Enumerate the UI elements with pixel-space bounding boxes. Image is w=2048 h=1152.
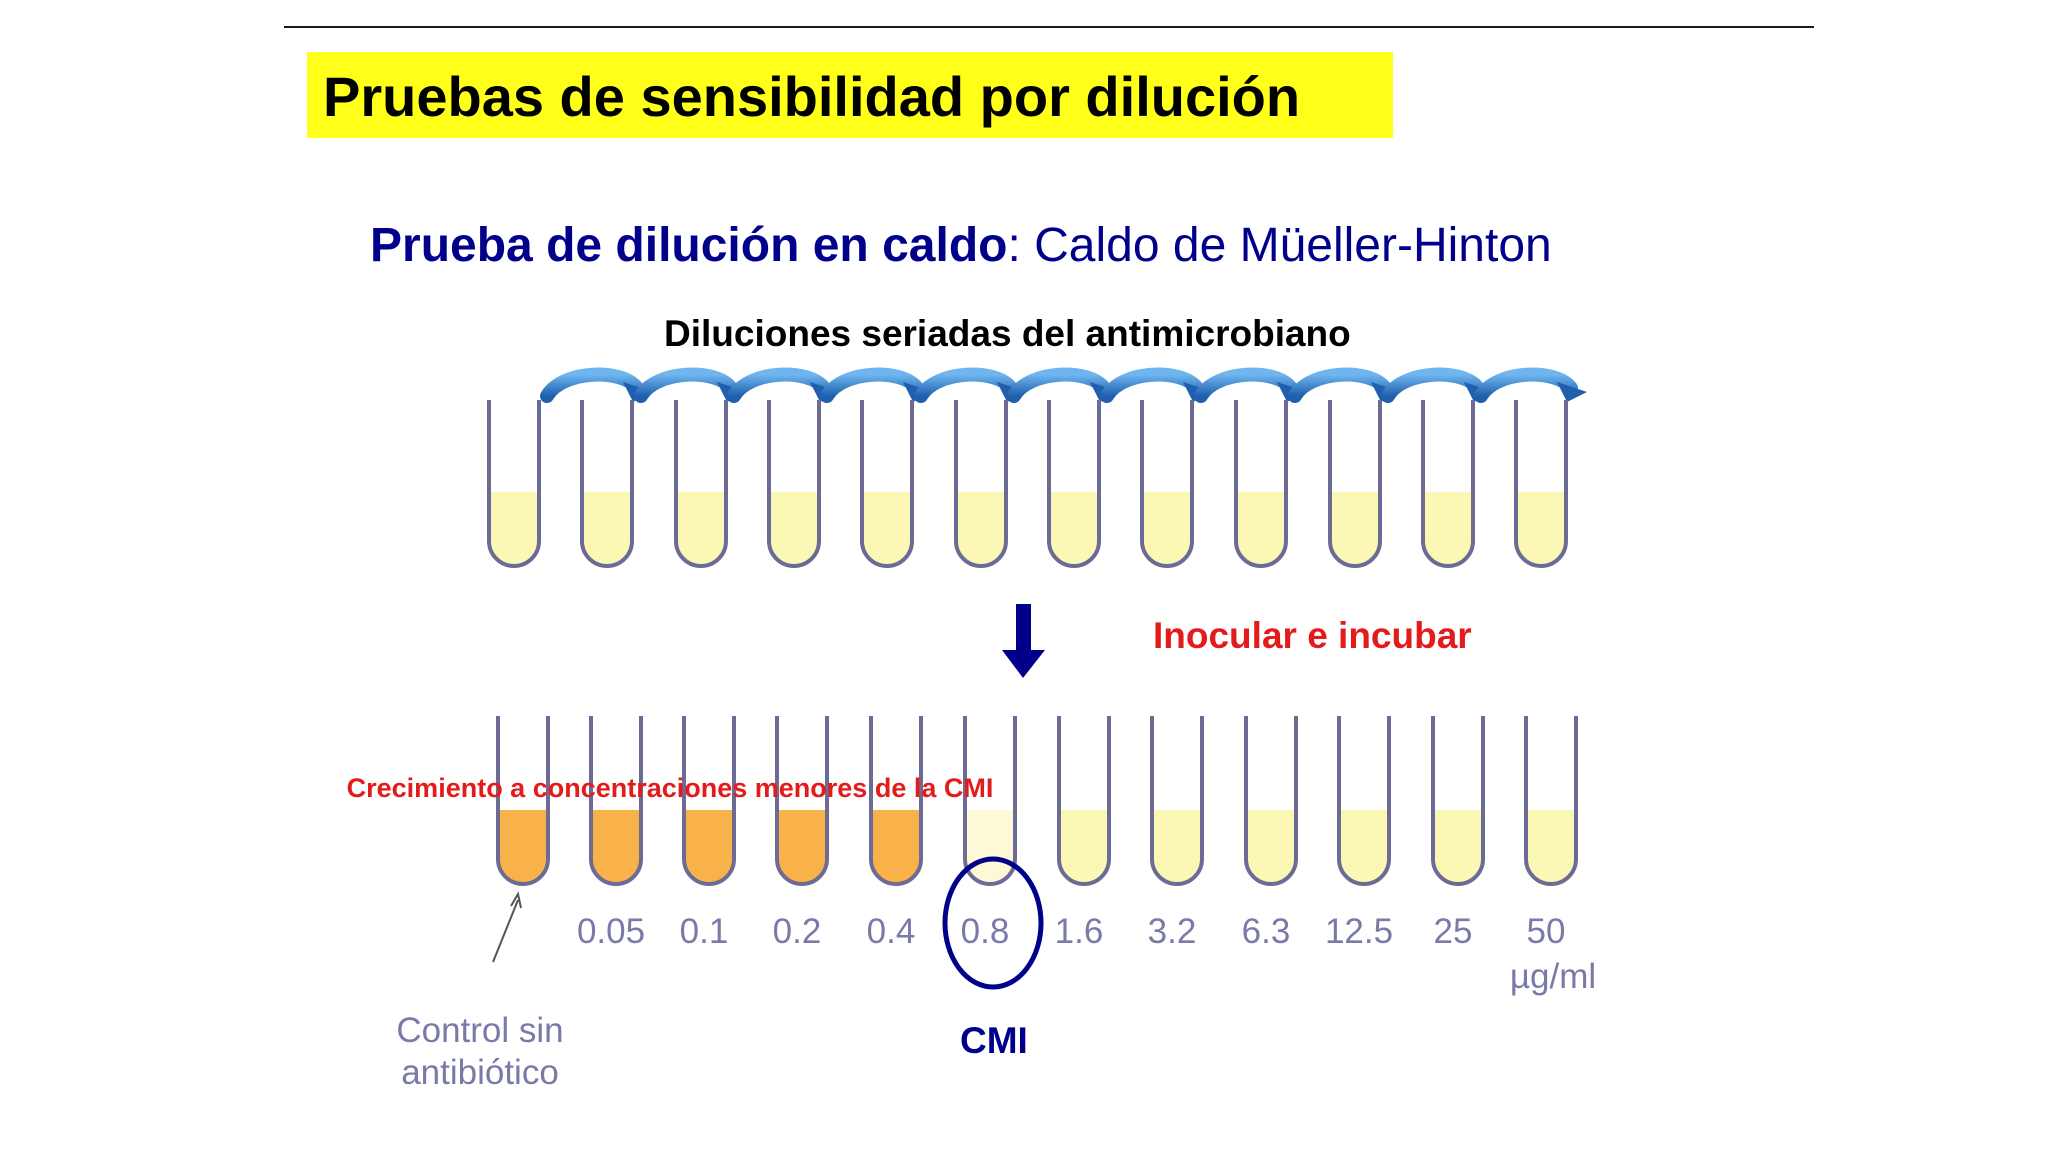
tube-outline	[1337, 716, 1391, 886]
top-tube	[674, 400, 728, 568]
bottom-tube	[1337, 716, 1391, 886]
tube-liquid	[1142, 492, 1192, 566]
top-tube	[954, 400, 1008, 568]
bottom-tube	[775, 716, 829, 886]
slide-title: Pruebas de sensibilidad por dilución	[323, 65, 1301, 128]
top-tube	[767, 400, 821, 568]
tube-liquid	[1152, 810, 1202, 884]
control-pointer-line	[492, 899, 519, 963]
concentration-label: 3.2	[1147, 912, 1197, 951]
top-tube	[580, 400, 634, 568]
tube-liquid	[956, 492, 1006, 566]
top-tube	[1234, 400, 1288, 568]
tube-liquid	[965, 810, 1015, 884]
tube-outline	[496, 716, 550, 886]
bottom-tube	[869, 716, 923, 886]
concentration-label: 1.6	[1054, 912, 1104, 951]
subtitle-bold: Prueba de dilución en caldo	[370, 219, 1008, 272]
tube-liquid	[1516, 492, 1566, 566]
growth-note: Crecimiento a concentraciones menores de…	[346, 773, 994, 803]
cmi-label: CMI	[960, 1020, 1028, 1061]
tube-liquid	[1236, 492, 1286, 566]
top-tube	[1514, 400, 1568, 568]
tube-liquid	[1423, 492, 1473, 566]
tube-outline	[589, 716, 643, 886]
concentration-label: 12.5	[1324, 912, 1394, 951]
tube-outline	[487, 400, 541, 568]
down-arrow-icon	[1002, 604, 1045, 678]
tube-outline	[1150, 716, 1204, 886]
tube-liquid	[582, 492, 632, 566]
tube-outline	[860, 400, 914, 568]
tube-liquid	[1330, 492, 1380, 566]
bottom-tube	[1150, 716, 1204, 886]
bottom-tube	[496, 716, 550, 886]
tube-liquid	[489, 492, 539, 566]
tube-liquid	[769, 492, 819, 566]
tube-outline	[869, 716, 923, 886]
tube-liquid	[862, 492, 912, 566]
tube-outline	[1047, 400, 1101, 568]
tube-liquid	[777, 810, 827, 884]
bottom-tube	[682, 716, 736, 886]
tube-liquid	[676, 492, 726, 566]
concentration-label: 0.2	[772, 912, 822, 951]
tube-outline	[580, 400, 634, 568]
tube-liquid	[1433, 810, 1483, 884]
tube-outline	[775, 716, 829, 886]
control-label: Control sin antibiótico	[396, 1011, 564, 1092]
concentration-label: 50	[1526, 912, 1566, 951]
tube-outline	[1421, 400, 1475, 568]
bottom-tube	[589, 716, 643, 886]
top-rule	[284, 26, 1814, 28]
inoculate-label: Inocular e incubar	[1153, 615, 1472, 656]
concentration-label: 6.3	[1241, 912, 1291, 951]
tube-outline	[767, 400, 821, 568]
slide-subtitle: Prueba de dilución en caldo: Caldo de Mü…	[370, 218, 1552, 273]
tube-outline	[1514, 400, 1568, 568]
tube-liquid	[684, 810, 734, 884]
tube-outline	[1057, 716, 1111, 886]
title-highlight	[307, 52, 1393, 138]
tube-outline	[682, 716, 736, 886]
concentration-label: 0.8	[960, 912, 1010, 951]
tube-outline	[1524, 716, 1578, 886]
tube-outline	[1328, 400, 1382, 568]
tube-liquid	[498, 810, 548, 884]
top-tube	[1047, 400, 1101, 568]
top-tube	[1421, 400, 1475, 568]
top-tube	[1328, 400, 1382, 568]
cmi-circle	[942, 856, 1044, 990]
tube-outline	[954, 400, 1008, 568]
dilution-label: Diluciones seriadas del antimicrobiano	[664, 313, 1351, 354]
top-tube	[1140, 400, 1194, 568]
bottom-tube	[1244, 716, 1298, 886]
tube-liquid	[871, 810, 921, 884]
tube-outline	[1234, 400, 1288, 568]
tube-outline	[1244, 716, 1298, 886]
tube-outline	[1140, 400, 1194, 568]
tube-liquid	[1049, 492, 1099, 566]
tube-liquid	[1339, 810, 1389, 884]
concentration-label: 0.1	[679, 912, 729, 951]
tube-liquid	[1246, 810, 1296, 884]
tube-liquid	[1526, 810, 1576, 884]
bottom-tube	[1431, 716, 1485, 886]
concentration-label: 0.05	[576, 912, 646, 951]
unit-label: µg/ml	[1509, 957, 1597, 996]
bottom-tube	[1524, 716, 1578, 886]
tube-liquid	[1059, 810, 1109, 884]
control-pointer-head	[510, 891, 522, 909]
tube-outline	[1431, 716, 1485, 886]
tube-liquid	[591, 810, 641, 884]
concentration-label: 25	[1433, 912, 1473, 951]
top-tube	[487, 400, 541, 568]
bottom-tube	[1057, 716, 1111, 886]
subtitle-rest: : Caldo de Müeller-Hinton	[1007, 219, 1552, 272]
concentration-label: 0.4	[866, 912, 916, 951]
transfer-arrow-icon	[1474, 367, 1587, 403]
tube-outline	[674, 400, 728, 568]
top-tube	[860, 400, 914, 568]
